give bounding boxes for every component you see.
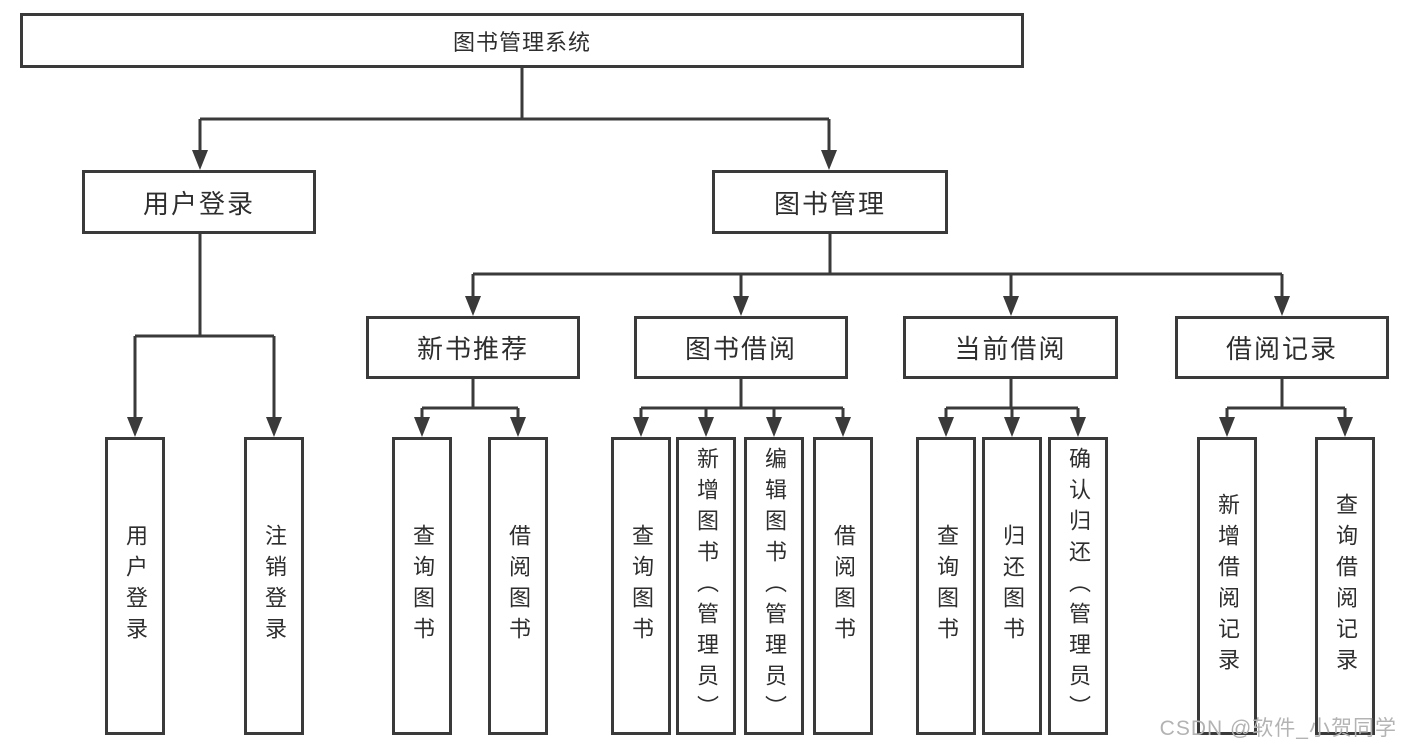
leaf-label: 查询图书 — [934, 524, 959, 648]
node-borrowing-records: 借阅记录 — [1175, 316, 1389, 379]
node-leaf-user-login: 用户登录 — [105, 437, 165, 735]
leaf-label: 归还图书 — [1000, 524, 1025, 648]
leaf-label: 借阅图书 — [506, 524, 531, 648]
leaf-label: 新增图书（管理员） — [694, 446, 719, 726]
leaf-label: 借阅图书 — [831, 524, 856, 648]
node-leaf-add-books-admin: 新增图书（管理员） — [676, 437, 736, 735]
node-leaf-edit-books-admin: 编辑图书（管理员） — [744, 437, 804, 735]
leaf-label: 查询借阅记录 — [1333, 493, 1358, 679]
node-leaf-borrow-books-recommend: 借阅图书 — [488, 437, 548, 735]
node-leaf-query-books-borrowing: 查询图书 — [611, 437, 671, 735]
node-leaf-query-books-recommend: 查询图书 — [392, 437, 452, 735]
node-leaf-query-borrow-record: 查询借阅记录 — [1315, 437, 1375, 735]
leaf-label: 编辑图书（管理员） — [762, 446, 787, 726]
leaf-label: 用户登录 — [123, 524, 148, 648]
node-leaf-query-books-current: 查询图书 — [916, 437, 976, 735]
node-user-login: 用户登录 — [82, 170, 316, 234]
leaf-label: 确认归还（管理员） — [1066, 446, 1091, 726]
leaf-label: 查询图书 — [410, 524, 435, 648]
node-book-borrowing: 图书借阅 — [634, 316, 848, 379]
node-root-system: 图书管理系统 — [20, 13, 1024, 68]
node-current-borrowing: 当前借阅 — [903, 316, 1118, 379]
leaf-label: 查询图书 — [629, 524, 654, 648]
node-book-management: 图书管理 — [712, 170, 948, 234]
node-leaf-logout: 注销登录 — [244, 437, 304, 735]
arrowheads — [127, 150, 1353, 437]
node-new-book-recommendation: 新书推荐 — [366, 316, 580, 379]
watermark: CSDN @软件_小贺同学 — [1159, 717, 1397, 740]
node-leaf-borrow-books-borrowing: 借阅图书 — [813, 437, 873, 735]
leaf-label: 注销登录 — [262, 524, 287, 648]
node-leaf-add-borrow-record: 新增借阅记录 — [1197, 437, 1257, 735]
leaf-label: 新增借阅记录 — [1215, 493, 1240, 679]
node-leaf-confirm-return-admin: 确认归还（管理员） — [1048, 437, 1108, 735]
node-leaf-return-books: 归还图书 — [982, 437, 1042, 735]
